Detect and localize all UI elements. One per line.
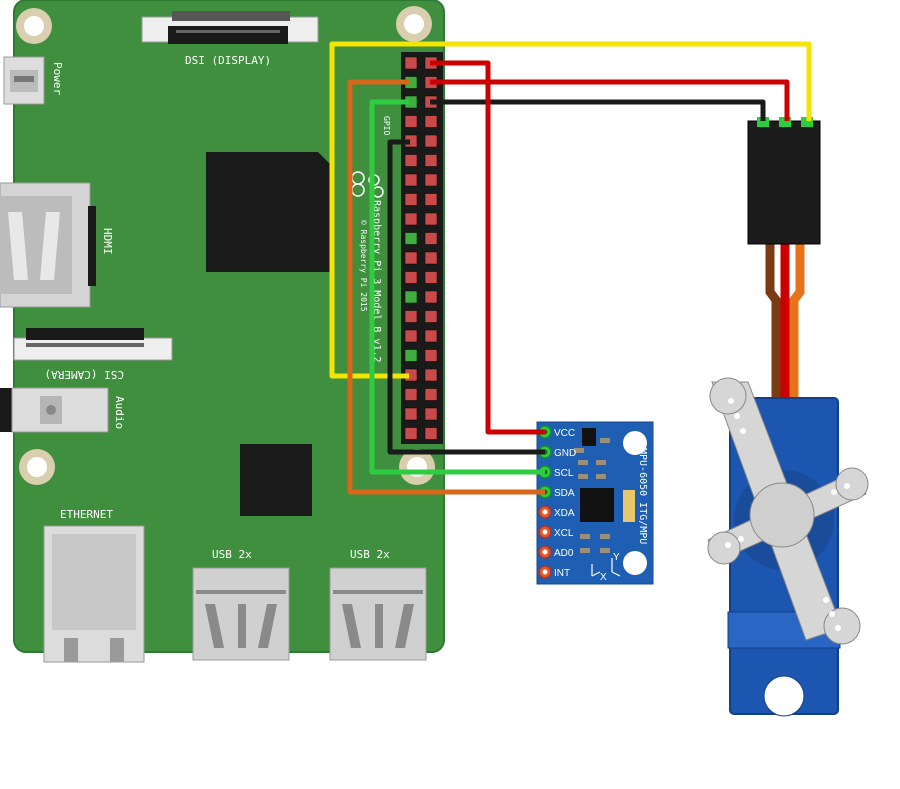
wire-red-servo-vcc <box>430 79 790 121</box>
ethernet-port <box>43 525 145 663</box>
gpio-pin <box>424 193 438 206</box>
servo-connector <box>747 120 821 245</box>
soc-chip <box>206 152 330 272</box>
usb-port-right <box>329 567 427 661</box>
usb-right-label: USB 2x <box>350 548 390 561</box>
gpio-pin <box>424 310 438 323</box>
servo-hub <box>749 482 815 548</box>
mpu-pin-label-xda: XDA <box>554 508 575 519</box>
gpio-pin <box>404 329 418 343</box>
copyright-label: © Raspberry Pi 2015 <box>359 220 368 312</box>
csi-connector <box>13 328 173 361</box>
gpio-pin <box>424 427 438 440</box>
servo-cable-orange <box>789 244 805 420</box>
gpio-pin <box>424 329 438 343</box>
csi-label: CSI (CAMERA) <box>45 368 124 381</box>
mpu-pin-label-gnd: GND <box>554 448 576 459</box>
gpio-pin <box>404 193 418 206</box>
hdmi-port <box>0 182 96 308</box>
gpio-pin <box>404 251 418 265</box>
gpio-pin <box>404 290 418 304</box>
gpio-pin <box>424 134 438 148</box>
mpu6050-module: MPU-6050 ITG/MPU VCC GND SCL SDA XDA XCL AD0IN… <box>536 421 654 585</box>
mpu-pin-hole <box>542 529 548 535</box>
dsi-connector <box>141 11 319 44</box>
gpio-pin <box>424 212 438 226</box>
mpu-mount-hole-top <box>623 431 647 455</box>
gpio-pin <box>404 407 418 421</box>
mpu-pin-label-vcc: VCC <box>554 428 575 439</box>
wire-orange-mpu-sda <box>347 79 545 495</box>
axis-y-label: Y <box>613 552 620 563</box>
gpio-pin <box>404 388 418 401</box>
mpu-pin-label-int: INT <box>554 568 570 579</box>
mpu-regulator <box>582 428 596 446</box>
mpu-chip <box>580 488 614 522</box>
gpio-pin <box>404 232 418 245</box>
mpu-pin-label-xcl: XCL <box>554 528 574 539</box>
servo-horn <box>707 377 869 645</box>
gpio-pin <box>424 388 438 401</box>
gpio-pin <box>424 154 438 167</box>
mpu-pin-label-scl: SCL <box>554 468 574 479</box>
audio-label: Audio <box>113 396 126 429</box>
mpu-crystal <box>623 490 635 522</box>
mpu-pin-label-ad0: AD0 <box>554 548 574 559</box>
gpio-pin <box>404 115 418 128</box>
model-label: Raspberry Pi 3 Model B v1.2 <box>371 200 382 363</box>
gpio-pin <box>424 349 438 362</box>
gpio-pin <box>424 290 438 304</box>
mpu-pin-label-sda: SDA <box>554 488 575 499</box>
gpio-pin <box>424 271 438 284</box>
mpu-pin-hole <box>542 549 548 555</box>
axis-x-label: X <box>600 572 607 583</box>
audio-jack <box>0 387 109 433</box>
lan-chip <box>240 444 312 516</box>
wires <box>329 41 812 495</box>
gpio-pin <box>424 173 438 187</box>
usb-left-label: USB 2x <box>212 548 252 561</box>
mpu-pin-hole <box>542 569 548 575</box>
servo-connector-pins <box>757 117 813 127</box>
power-label: Power <box>51 62 64 95</box>
gpio-pin <box>424 407 438 421</box>
axis-icon <box>591 558 621 577</box>
servo-motor <box>707 117 869 717</box>
raspberry-pi-board: DSI (DISPLAY) Power HDMI CSI ( <box>0 0 445 663</box>
gpio-label: GPIO <box>382 116 391 135</box>
mpu-pin-hole <box>542 509 548 515</box>
gpio-pin <box>404 154 418 167</box>
gpio-pin <box>404 173 418 187</box>
mounting-hole-bl <box>19 449 55 485</box>
mounting-hole-tr <box>396 6 432 42</box>
dsi-label: DSI (DISPLAY) <box>185 54 271 67</box>
gpio-pin <box>404 271 418 284</box>
mpu-chip-label: MPU-6050 ITG/MPU <box>637 448 648 544</box>
wire-green-mpu-scl <box>369 99 545 475</box>
mpu-mount-hole-bottom <box>623 551 647 575</box>
gpio-pin <box>424 368 438 382</box>
mpu-smd-parts <box>574 438 610 553</box>
wire-black-servo-gnd <box>430 99 766 121</box>
servo-mount-hole <box>763 675 805 717</box>
gpio-pin <box>404 310 418 323</box>
ethernet-label: ETHERNET <box>60 508 113 521</box>
gpio-pin <box>424 232 438 245</box>
usb-port-left <box>192 567 290 661</box>
gpio-pin <box>424 251 438 265</box>
gpio-pin <box>404 56 418 70</box>
gpio-pin <box>404 212 418 226</box>
gpio-header <box>401 52 443 444</box>
hdmi-label: HDMI <box>101 228 114 255</box>
wire-yellow-servo-signal <box>329 41 812 379</box>
gpio-pin <box>404 427 418 440</box>
mounting-hole-tl <box>16 8 52 44</box>
gpio-pin <box>424 115 438 128</box>
wire-red-mpu-vcc <box>430 60 545 435</box>
servo-cable-brown <box>765 244 781 420</box>
gpio-pin <box>404 349 418 362</box>
wire-black-mpu-gnd <box>387 139 545 455</box>
power-port <box>3 56 45 105</box>
